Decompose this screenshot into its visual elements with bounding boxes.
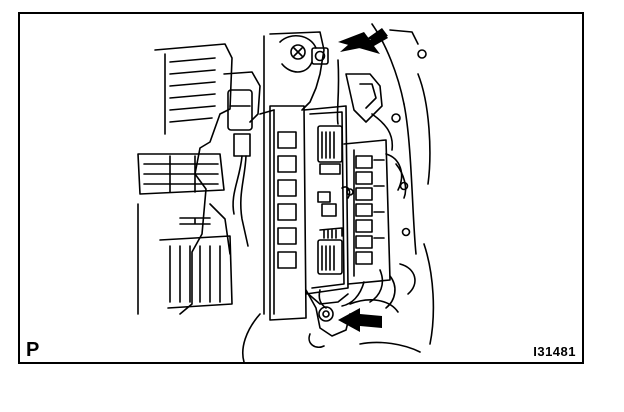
- electronic-control-unit: [303, 105, 354, 305]
- control-module-left: [269, 105, 307, 321]
- bolt-pointer-arrow-icon: [338, 308, 382, 332]
- body-outline-right: [242, 23, 435, 362]
- wiring-right: [336, 59, 416, 309]
- corner-letter-label: P: [26, 339, 40, 361]
- figure-id-label: I31481: [533, 344, 576, 359]
- diagram-frame: P I31481: [18, 12, 584, 364]
- lower-bracket: [305, 289, 399, 349]
- component-illustration: [137, 23, 435, 362]
- left-housing: [137, 43, 261, 315]
- bolt-pointer-arrow-icon: [338, 28, 388, 54]
- wire-harness-connector: [227, 89, 253, 247]
- mounting-bracket: [259, 31, 329, 315]
- control-module-right: [343, 139, 403, 285]
